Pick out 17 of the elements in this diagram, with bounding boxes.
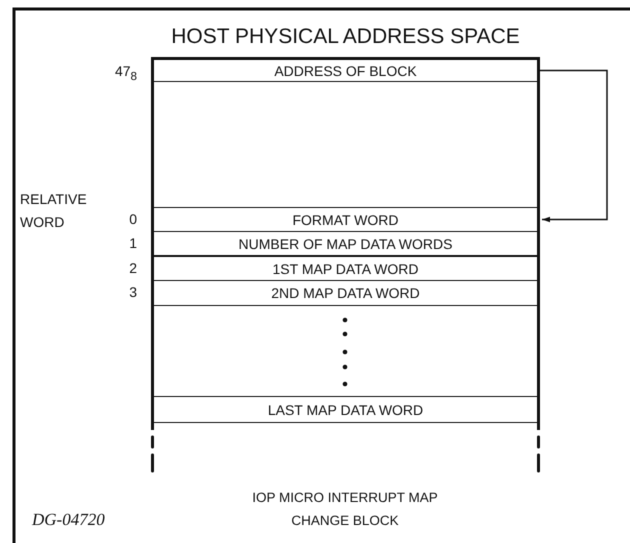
word-offset-label: 2 [129, 260, 137, 276]
row-label: 1ST MAP DATA WORD [272, 260, 418, 276]
pointer-arrow [540, 70, 608, 222]
row-label: 2ND MAP DATA WORD [271, 285, 420, 301]
word-offset-label: 1 [129, 235, 137, 251]
word-offset-label: 47$_{8}$ [114, 63, 137, 83]
row-label: NUMBER OF MAP DATA WORDS [238, 236, 452, 252]
caption: IOP MICRO INTERRUPT MAP CHANGE BLOCK [251, 489, 439, 530]
row-label: LAST MAP DATA WORD [268, 402, 424, 418]
column-heading: HOST PHYSICAL ADDRESS SPACE [170, 25, 521, 49]
figure-number: DG-04720 [32, 510, 106, 530]
memory-word-row [151, 396, 540, 423]
row-label: FORMAT WORD [292, 212, 399, 228]
word-offset-label: 0 [129, 211, 137, 227]
row-label: ADDRESS OF BLOCK [274, 62, 417, 78]
label-text: RELATIVE WORD [20, 190, 88, 232]
word-offset-label: 3 [129, 284, 137, 300]
